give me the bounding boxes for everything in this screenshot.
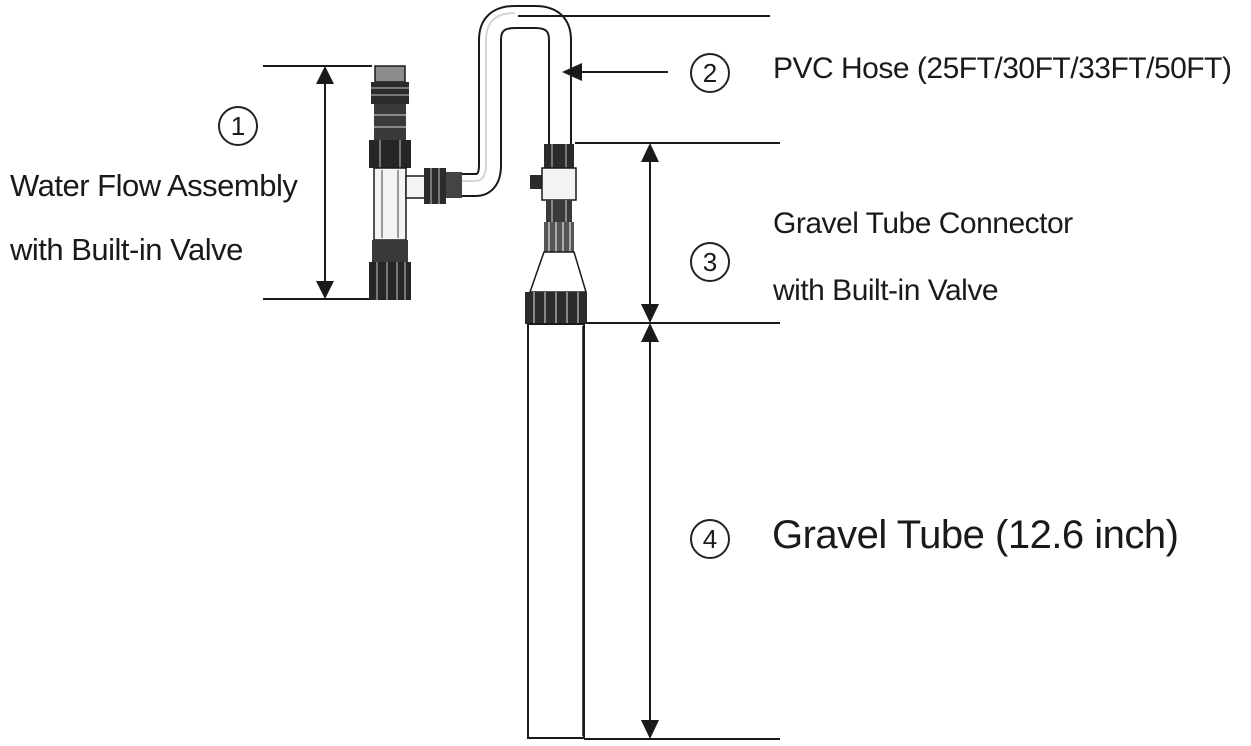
arrowhead-down-4	[641, 720, 659, 739]
label-water-flow-assembly-line2: with Built-in Valve	[10, 232, 243, 267]
water-flow-assembly	[369, 65, 462, 300]
label-water-flow-assembly-line1: Water Flow Assembly	[10, 168, 298, 203]
label-gravel-tube: Gravel Tube (12.6 inch)	[772, 513, 1179, 557]
label-pvc-hose: PVC Hose (25FT/30FT/33FT/50FT)	[773, 52, 1232, 85]
dimension-3-4	[575, 142, 780, 740]
arrowhead-down-3	[641, 304, 659, 323]
arrowhead-up-1	[316, 66, 334, 84]
part-number-4: 4	[690, 519, 730, 559]
arrowhead-hose	[562, 63, 582, 81]
part-number-3: 3	[690, 242, 730, 282]
pvc-hose	[462, 5, 572, 197]
label-gravel-tube-connector-line1: Gravel Tube Connector	[773, 207, 1073, 240]
label-gravel-tube-connector-line2: with Built-in Valve	[773, 274, 999, 307]
gravel-tube-connector	[525, 144, 588, 324]
part-number-1: 1	[218, 106, 258, 146]
arrowhead-down-1	[316, 281, 334, 299]
arrowhead-up-4	[641, 323, 659, 342]
arrowhead-up-3	[641, 143, 659, 162]
gravel-tube	[527, 323, 585, 739]
part-number-2: 2	[690, 53, 730, 93]
hose-leader	[518, 15, 770, 81]
